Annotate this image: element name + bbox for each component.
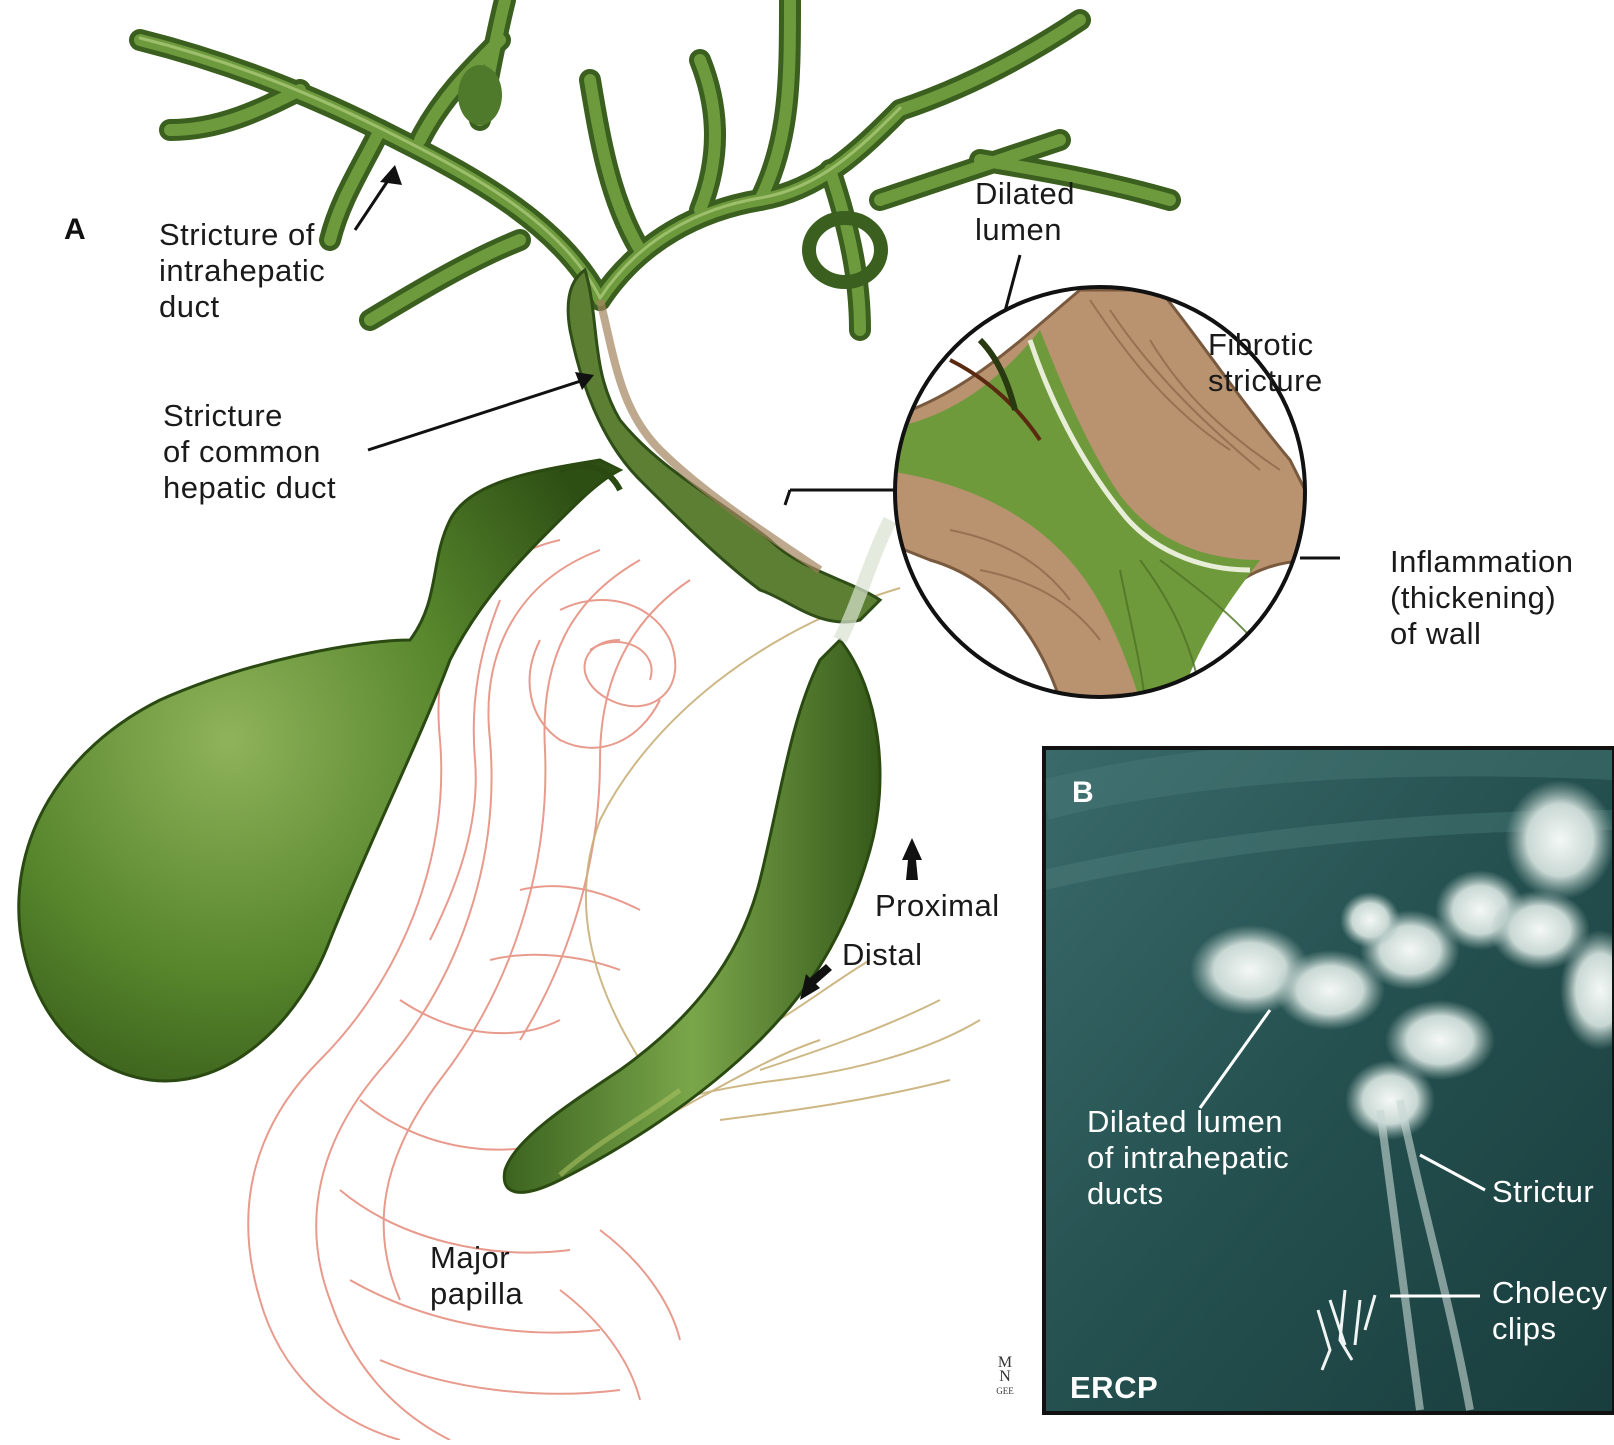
credit-line: N [990, 1370, 1020, 1384]
common-hepatic-duct [568, 270, 880, 622]
label-line: Major [430, 1240, 523, 1276]
label-dilated-lumen-of-intrahepatic-ducts: Dilated lumen of intrahepatic ducts [1087, 1104, 1289, 1212]
label-fibrotic-stricture: Fibrotic stricture [1208, 327, 1323, 399]
label-line: Dilated lumen [1087, 1104, 1289, 1140]
label-line: of intrahepatic [1087, 1140, 1289, 1176]
label-line: hepatic duct [163, 470, 336, 506]
label-line: Cholecy [1492, 1275, 1608, 1311]
label-proximal: Proximal [875, 888, 1000, 924]
label-stricture-common-hepatic-duct: Stricture of common hepatic duct [163, 398, 336, 506]
label-line: Stricture of [159, 217, 325, 253]
label-line: Inflammation [1390, 544, 1573, 580]
label-line: Stricture [163, 398, 336, 434]
label-line: lumen [975, 212, 1075, 248]
label-line: ducts [1087, 1176, 1289, 1212]
label-line: (thickening) [1390, 580, 1573, 616]
label-line: Fibrotic [1208, 327, 1323, 363]
label-inflammation-of-wall: Inflammation (thickening) of wall [1390, 544, 1573, 652]
credit-line: GEE [990, 1384, 1020, 1398]
label-stricture-intrahepatic-duct: Stricture of intrahepatic duct [159, 217, 325, 325]
label-line: papilla [430, 1276, 523, 1312]
label-line: stricture [1208, 363, 1323, 399]
label-stricture-xray: Strictur [1492, 1174, 1594, 1210]
panel-letter-a: A [64, 213, 86, 247]
panel-letter-b: B [1072, 776, 1094, 810]
label-line: of wall [1390, 616, 1573, 652]
label-line: clips [1492, 1311, 1608, 1347]
label-ercp: ERCP [1070, 1370, 1158, 1406]
gallbladder [19, 460, 620, 1081]
label-dilated-lumen: Dilated lumen [975, 176, 1075, 248]
label-distal: Distal [842, 937, 923, 973]
label-cholecystectomy-clips: Cholecy clips [1492, 1275, 1608, 1347]
proximal-arrow-icon [902, 838, 922, 880]
label-line: of common [163, 434, 336, 470]
label-line: intrahepatic [159, 253, 325, 289]
label-major-papilla: Major papilla [430, 1240, 523, 1312]
label-line: Dilated [975, 176, 1075, 212]
artist-credit-logo: M N GEE [990, 1356, 1020, 1398]
label-line: duct [159, 289, 325, 325]
